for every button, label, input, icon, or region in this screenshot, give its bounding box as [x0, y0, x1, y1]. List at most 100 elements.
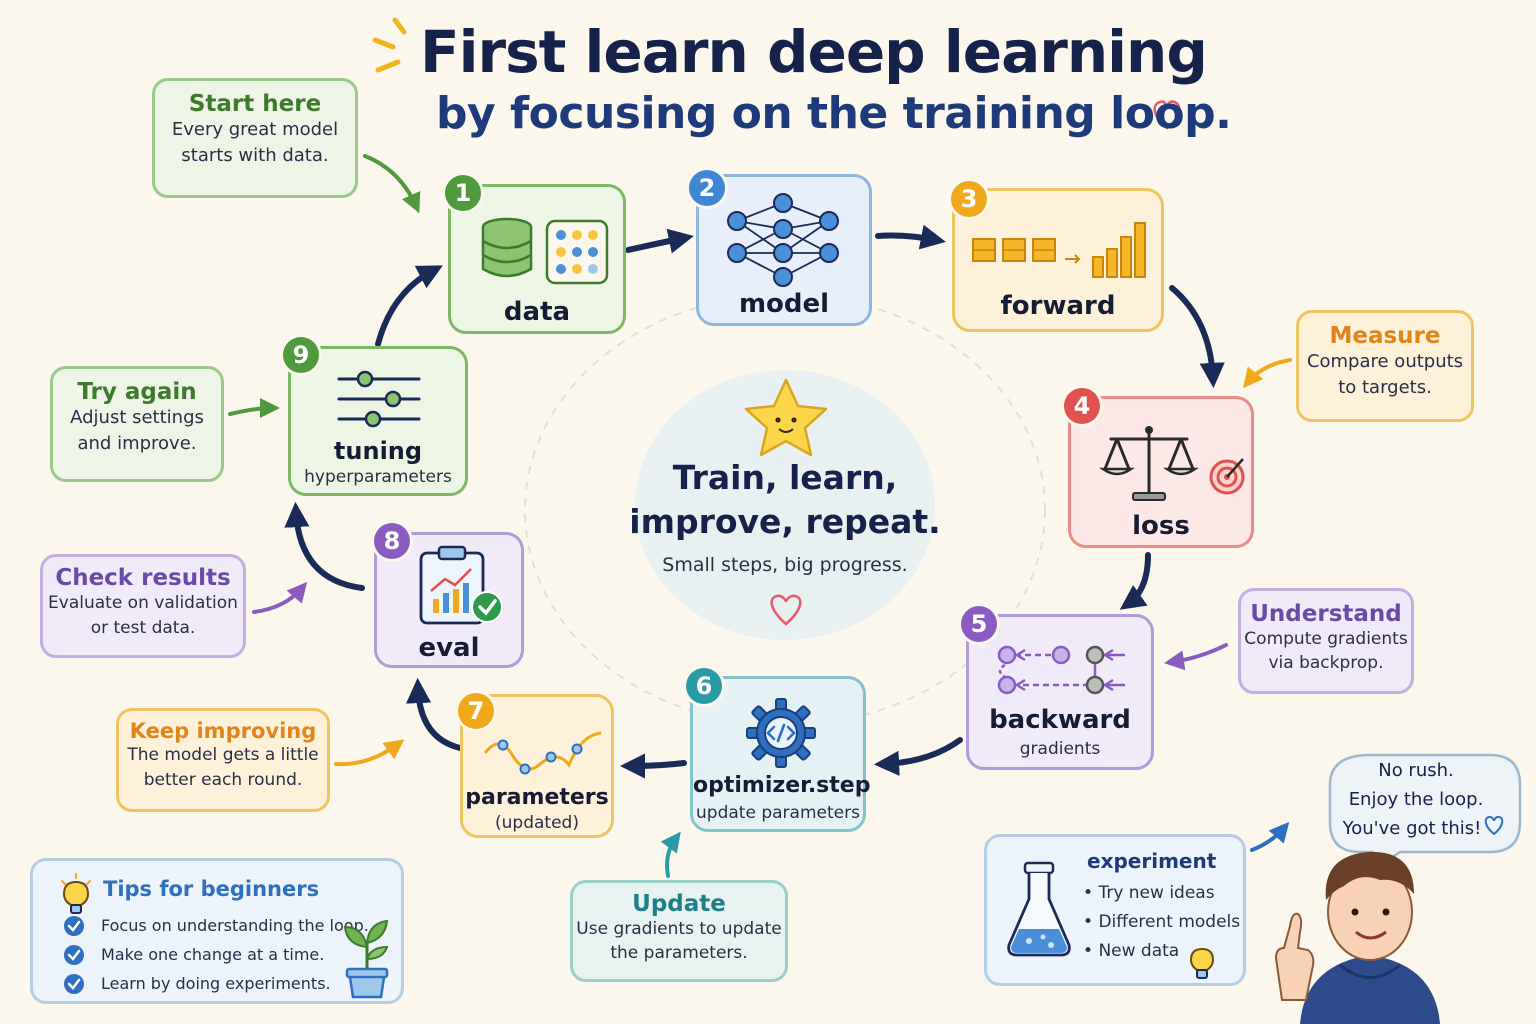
step-parameters-label: parameters [465, 785, 609, 810]
neural-network-icon [727, 193, 839, 287]
note-update-line2: the parameters. [610, 943, 748, 963]
note-measure-line1: Compare outputs [1306, 351, 1464, 372]
center-tagline: Small steps, big progress. [662, 554, 908, 576]
speech-line3: You've got this! [1342, 818, 1482, 839]
sparkle-lines-icon [372, 17, 407, 73]
speech-line1: No rush. [1378, 760, 1454, 781]
check-circle-icon [64, 974, 84, 994]
note-measure-line2: to targets. [1338, 377, 1432, 398]
boy-character-icon [1274, 851, 1440, 1024]
step-forward-box[interactable]: forward [952, 188, 1164, 332]
flask-icon [1007, 861, 1071, 957]
check-circle-icon [64, 916, 84, 936]
step-backward-box[interactable]: backward gradients [966, 614, 1154, 770]
tip-item: Focus on understanding the loop. [101, 916, 369, 935]
note-keep-line1: The model gets a little [127, 745, 319, 765]
center-motto-line2: improve, repeat. [629, 502, 941, 541]
step-model-box[interactable]: model [696, 174, 872, 326]
experiment-list: • Try new ideas • Different models • New… [1083, 879, 1240, 966]
arrow-backward-to-optimizer [873, 737, 963, 776]
step-badge-1: 1 [445, 175, 481, 211]
title-line-2: by focusing on the training loop. [436, 88, 1232, 139]
loop-arrows [284, 224, 1225, 779]
arrow-data-to-model [625, 228, 694, 254]
center-blob [635, 370, 935, 640]
arrow-forward-to-loss [1169, 285, 1225, 389]
step-backward-label: backward [989, 705, 1131, 735]
note-update: Update Use gradients to update the param… [570, 880, 788, 982]
experiment-item: • Try new ideas [1083, 883, 1215, 903]
clipboard-chart-icon [419, 545, 503, 625]
note-check-heading: Check results [55, 565, 231, 591]
smiling-star-icon [744, 378, 828, 457]
step-optimizer-label: optimizer.step [693, 773, 871, 798]
note-keep-heading: Keep improving [129, 719, 317, 743]
note-understand: Understand Compute gradients via backpro… [1238, 588, 1414, 694]
experiment-heading: experiment [1087, 849, 1217, 873]
step-tuning-box[interactable]: tuning hyperparameters [288, 346, 468, 496]
note-measure-heading: Measure [1329, 323, 1441, 349]
step-data-label: data [503, 297, 571, 327]
arrow-keep-note [334, 739, 405, 767]
note-try-heading: Try again [77, 379, 197, 405]
parameter-curve-icon [483, 731, 602, 775]
arrow-model-to-forward [875, 224, 946, 250]
arrow-eval-to-tuning [284, 501, 365, 591]
arrow-loss-to-backward [1119, 552, 1151, 610]
step-loss-label: loss [1132, 511, 1190, 541]
arrow-try-note [228, 398, 280, 419]
note-try-again: Try again Adjust settings and improve. [50, 366, 224, 482]
step-badge-6: 6 [686, 668, 722, 704]
step-model-label: model [738, 289, 830, 319]
step-forward-label: forward [1000, 291, 1116, 321]
blocks-to-bars-icon [972, 222, 1146, 278]
step-badge-9: 9 [283, 337, 319, 373]
arrow-understand-note [1164, 643, 1228, 671]
note-keep-line2: better each round. [143, 770, 303, 790]
tip-item: Make one change at a time. [101, 945, 325, 964]
note-start-line1: Every great model [171, 119, 339, 140]
note-update-line1: Use gradients to update [576, 919, 782, 939]
sliders-icon [337, 370, 421, 428]
heart-icon [770, 594, 802, 626]
tips-heading: Tips for beginners [103, 877, 320, 901]
arrow-tuning-to-data [375, 265, 443, 347]
arrow-start-note [363, 154, 421, 214]
step-data-box[interactable]: data [448, 184, 626, 334]
step-parameters-box[interactable]: parameters (updated) [460, 694, 614, 838]
gear-code-icon [746, 698, 816, 768]
note-understand-line2: via backprop. [1268, 653, 1384, 673]
database-icon [481, 217, 533, 278]
step-tuning-sub: hyperparameters [304, 467, 452, 487]
check-circle-icon [64, 945, 84, 965]
arrow-check-note [252, 581, 308, 614]
arrow-parameters-to-eval [406, 677, 463, 751]
note-try-line1: Adjust settings [70, 407, 204, 428]
note-understand-heading: Understand [1250, 601, 1402, 627]
lightbulb-icon [1189, 947, 1215, 979]
note-start-heading: Start here [188, 91, 322, 117]
note-start-line2: starts with data. [181, 145, 329, 166]
note-measure: Measure Compare outputs to targets. [1296, 310, 1474, 422]
note-update-heading: Update [632, 891, 726, 917]
dots-grid-icon [545, 219, 609, 285]
step-badge-8: 8 [374, 523, 410, 559]
note-check-line2: or test data. [90, 618, 196, 638]
heart-icon [1153, 100, 1181, 130]
heart-icon [1484, 815, 1504, 836]
tip-item: Learn by doing experiments. [101, 974, 331, 993]
arrow-measure-note [1242, 358, 1292, 389]
arrow-optimizer-to-parameters [619, 753, 687, 779]
title-line-1: First learn deep learning [420, 18, 1208, 86]
step-parameters-sub: (updated) [495, 813, 579, 833]
note-check-line1: Evaluate on validation [48, 593, 238, 613]
step-loss-box[interactable]: loss [1068, 396, 1254, 548]
note-start-here: Start here Every great model starts with… [152, 78, 358, 198]
balance-scale-icon [1099, 426, 1199, 501]
tips-list: Focus on understanding the loop. Make on… [101, 911, 369, 998]
lightbulb-icon [61, 873, 91, 914]
step-eval-label: eval [418, 633, 480, 663]
step-badge-2: 2 [689, 170, 725, 206]
step-optimizer-box[interactable]: optimizer.step update parameters [690, 676, 871, 832]
